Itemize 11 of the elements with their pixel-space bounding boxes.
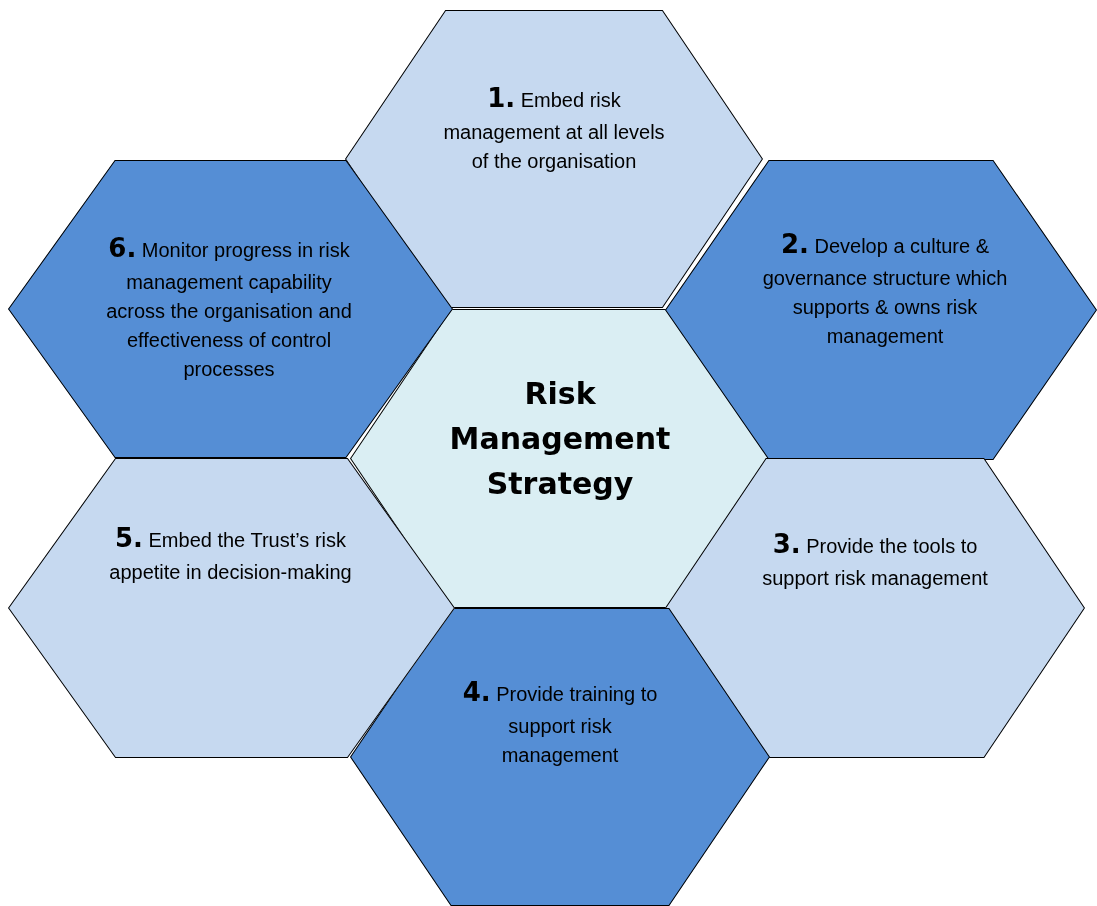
hexagon [8, 458, 455, 758]
step-text: 3. Provide the tools to support risk management [761, 528, 989, 591]
hexagon [665, 458, 1085, 758]
step-text: 4. Provide training to support risk management [461, 676, 659, 768]
step-text: 5. Embed the Trust’s risk appetite in decision-making [108, 522, 353, 585]
step-text: 2. Develop a culture & governance structure which supports & owns risk management [761, 228, 1009, 349]
hexagon [350, 608, 770, 906]
step-text: 6. Monitor progress in risk management capability across the organisation and effectiveness of control processes [105, 232, 353, 382]
hexagon [8, 160, 453, 458]
center-title: Risk Management Strategy [448, 375, 672, 503]
step-text: 1. Embed risk management at all levels of the organisation [442, 82, 666, 174]
